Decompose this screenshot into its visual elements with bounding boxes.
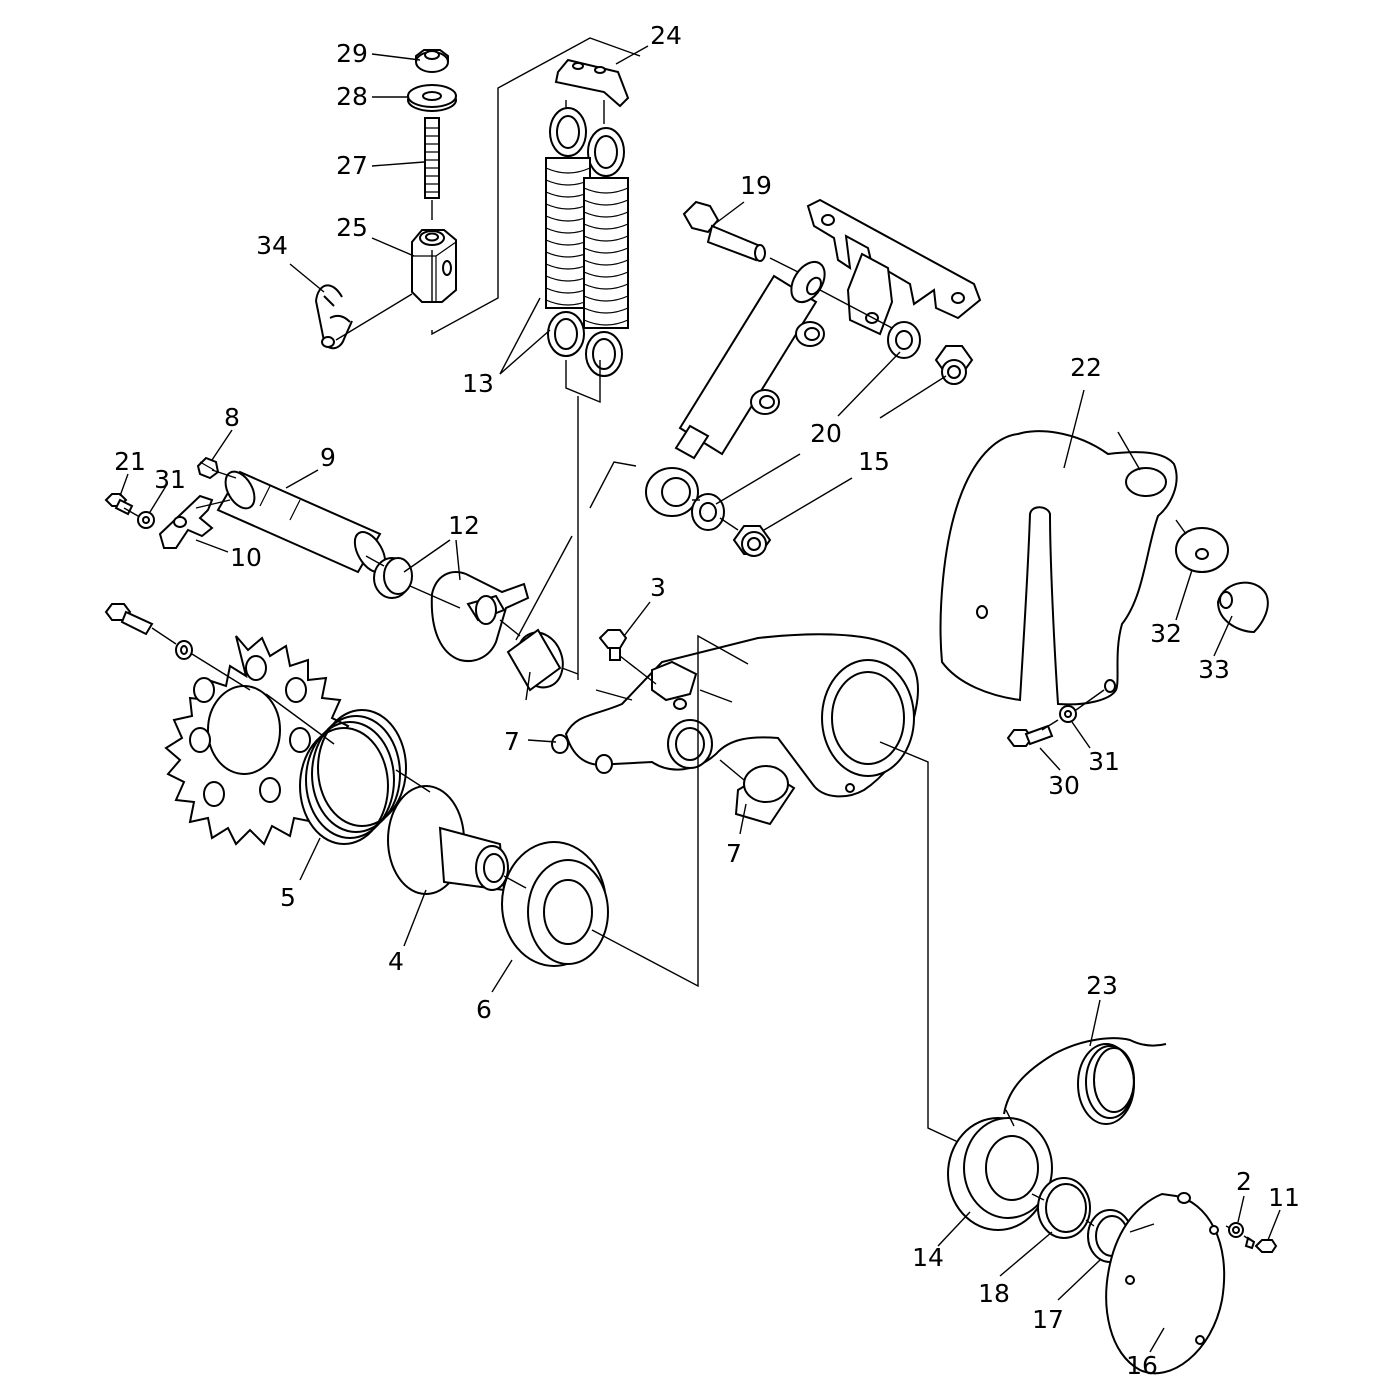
- callout-11: 11: [1268, 1183, 1300, 1212]
- part-24-bracket: [554, 58, 630, 108]
- callout-15: 15: [858, 447, 890, 476]
- callout-5: 5: [280, 883, 296, 912]
- callout-6: 6: [476, 995, 492, 1024]
- part-swing-arm-housing: [551, 633, 919, 798]
- leader-lines: [119, 45, 1281, 1353]
- assembly-lines: [123, 37, 1251, 1241]
- part-19-bolt: [682, 200, 766, 262]
- callout-10: 10: [230, 543, 262, 572]
- part-18-ring: [1037, 1177, 1091, 1239]
- callout-24: 24: [650, 21, 682, 50]
- part-32-grommet: [1175, 527, 1229, 573]
- callout-22: 22: [1070, 353, 1102, 382]
- callout-17: 17: [1032, 1305, 1064, 1334]
- part-27-threaded-rod: [424, 117, 440, 199]
- callout-27: 27: [336, 151, 368, 180]
- part-13-springs: [545, 107, 629, 377]
- part-9-shaft: [216, 470, 387, 574]
- callout-30: 30: [1048, 771, 1080, 800]
- part-3-fitting: [598, 629, 628, 661]
- part-22-cover: [939, 430, 1178, 706]
- part-mounting-plate: [806, 198, 982, 336]
- part-8-grease-fitting: [196, 456, 220, 480]
- callout-33: 33: [1198, 655, 1230, 684]
- callout-34: 34: [256, 231, 288, 260]
- callout-19: 19: [740, 171, 772, 200]
- part-15-nuts: [732, 345, 974, 557]
- part-33-knob: [1216, 581, 1269, 634]
- part-20-washers: [691, 321, 921, 531]
- callout-28: 28: [336, 82, 368, 111]
- part-30-bolt: [1006, 724, 1054, 747]
- callout-32: 32: [1150, 619, 1182, 648]
- part-damper-cylinder: [645, 260, 826, 517]
- callout-7-left: 7: [504, 727, 520, 756]
- part-sprocket-screw: [104, 603, 193, 660]
- callout-13: 13: [462, 369, 494, 398]
- part-31-washer-right: [1059, 705, 1077, 723]
- callout-21: 21: [114, 447, 146, 476]
- callout-31-right: 31: [1088, 747, 1120, 776]
- callout-labels: 29 28 27 25 34 24 13 19 20 15 22 32 33 3…: [114, 21, 1300, 1380]
- part-sprocket: [164, 635, 352, 846]
- callout-31-left: 31: [154, 465, 186, 494]
- part-23-torsion-spring: [1003, 1037, 1167, 1125]
- part-14-drum: [947, 1117, 1053, 1231]
- part-6-bearing: [501, 841, 609, 967]
- callout-23: 23: [1086, 971, 1118, 1000]
- callout-14: 14: [912, 1243, 944, 1272]
- part-16-end-cover: [1105, 1192, 1226, 1375]
- callout-16: 16: [1126, 1351, 1158, 1380]
- part-25-clevis: [411, 229, 457, 303]
- callout-25: 25: [336, 213, 368, 242]
- callout-8: 8: [224, 403, 240, 432]
- part-2-washer: [1228, 1222, 1244, 1238]
- callout-18: 18: [978, 1279, 1010, 1308]
- part-29-nut: [415, 49, 449, 73]
- part-28-washer: [407, 84, 457, 112]
- part-10-lock-plate: [158, 494, 214, 549]
- part-21-screw: [104, 493, 134, 516]
- part-7-bushings: [734, 765, 796, 826]
- part-11-screw: [1244, 1236, 1278, 1253]
- callout-12: 12: [448, 511, 480, 540]
- callout-4: 4: [388, 947, 404, 976]
- part-4-hub: [387, 785, 509, 895]
- callout-9: 9: [320, 443, 336, 472]
- callout-3: 3: [650, 573, 666, 602]
- callout-7-right: 7: [726, 839, 742, 868]
- part-31-washer-left: [137, 511, 155, 529]
- callout-20: 20: [810, 419, 842, 448]
- callout-2: 2: [1236, 1167, 1252, 1196]
- part-5-coil-spring: [299, 709, 407, 845]
- callout-29: 29: [336, 39, 368, 68]
- part-34-clip: [314, 284, 353, 350]
- part-12-bushing-and-lever: [373, 557, 564, 692]
